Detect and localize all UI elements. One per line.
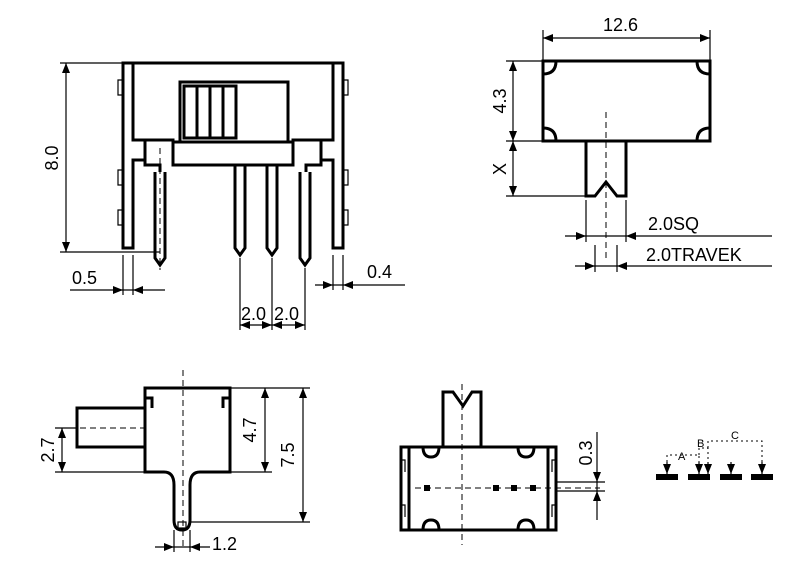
side-total-arrow-bottom [299,512,307,522]
side-view: 2.7 4.7 7.5 1.2 [38,370,310,554]
thickness-label: 0.4 [367,262,392,282]
side-h-arrow-top [261,388,269,398]
thick-arrow-right [343,281,353,289]
top-view: 12.6 4.3 X 2.0SQ 2.0TRAVEK [490,15,772,272]
top-height-arrow-3 [509,141,517,151]
side-pin-tip [177,521,187,529]
pin-width-label: 0.5 [72,268,97,288]
schematic-contact-2 [688,474,710,480]
bottom-right-tabs [551,459,556,517]
top-corner-br [695,126,711,142]
schematic-arrow-2 [695,464,703,474]
actuator-sq-label: 2.0SQ [648,214,699,234]
pitch-arrow-4 [295,321,305,329]
pin-hole-3 [511,485,517,491]
pin-hole-4 [530,485,536,491]
pin-side-width-label: 1.2 [212,534,237,554]
pin-side-arrow-left [164,543,174,551]
top-height-arrow-4 [509,186,517,196]
pitch-left-label: 2.0 [241,304,266,324]
side-h-arrow-bottom [261,462,269,472]
schematic-contact-4 [751,474,773,480]
total-height-label: 8.0 [42,145,62,170]
pin-width-arrow-left [113,286,123,294]
schematic-arrow-3 [704,464,712,474]
bottom-off-arrow-bottom [593,491,601,501]
travel-arrow-right [617,262,627,270]
sq-arrow-right [626,232,636,240]
bottom-off-arrow-top [593,472,601,482]
schematic-label-b: B [697,438,704,450]
schematic-label-c: C [731,430,739,442]
top-corner-tl [542,60,558,76]
schematic-link-b [698,447,709,462]
left-bracket-tabs [117,79,123,226]
travel-label: 2.0TRAVEK [646,245,742,265]
lever-arrow-bottom [58,462,66,472]
base-plate [145,138,321,167]
circuit-schematic: A B C [656,430,773,480]
schematic-link-c [707,440,763,462]
right-step [304,160,323,172]
schematic-arrow-4 [727,464,735,474]
pin-3 [265,165,279,258]
side-total-label: 7.5 [278,442,298,467]
pin-2 [233,165,247,258]
schematic-arrow-1 [663,464,671,474]
bottom-left-tabs [401,459,406,517]
boss-br [516,518,536,531]
schematic-contact-3 [720,474,742,480]
side-total-arrow-top [299,388,307,398]
height-arrow-bottom [62,242,70,252]
travel-arrow-left [585,262,595,270]
top-body [541,59,712,143]
pitch-arrow-1 [240,321,250,329]
boss-tr [516,446,536,459]
right-bracket-tabs [343,79,349,226]
schematic-arrow-5 [758,464,766,474]
lever-arrow-top [58,428,66,438]
top-width-label: 12.6 [603,15,638,35]
lever-offset-label: 2.7 [38,437,58,462]
bottom-view: 0.3 [399,384,605,545]
schematic-label-a: A [678,451,686,463]
boss-bl [421,518,441,531]
pin-hole-1 [424,485,430,491]
pin-side-arrow-right [190,543,200,551]
boss-tl [421,446,441,459]
top-corner-bl [542,126,558,142]
pin-4 [298,172,312,268]
thick-arrow-left [323,281,333,289]
pitch-arrow-3 [272,321,282,329]
left-bracket [121,61,147,250]
pitch-arrow-2 [262,321,272,329]
pitch-right-label: 2.0 [274,304,299,324]
pin-width-arrow-right [133,286,143,294]
side-height-label: 4.7 [240,417,260,442]
bottom-actuator [441,390,483,447]
pin-1 [153,172,167,268]
actuator-height-label: X [490,163,510,175]
right-bracket [319,61,345,250]
front-view: 8.0 0.5 0.4 2.0 2.0 [42,61,405,330]
pin-hole-2 [493,485,499,491]
body-height-label: 4.3 [490,88,510,113]
height-arrow-top [62,63,70,73]
bottom-offset-label: 0.3 [576,440,596,465]
side-notch-tl [145,396,154,408]
schematic-contact-1 [656,474,678,480]
side-body [143,386,232,532]
side-notch-tr [221,396,230,408]
left-step [143,160,162,172]
top-corner-tr [695,60,711,76]
sq-arrow-left [576,232,586,240]
front-body [131,61,335,140]
top-width-arrow-right [700,34,710,42]
top-width-arrow-left [543,34,553,42]
top-height-arrow-2 [509,131,517,141]
top-height-arrow-1 [509,61,517,71]
